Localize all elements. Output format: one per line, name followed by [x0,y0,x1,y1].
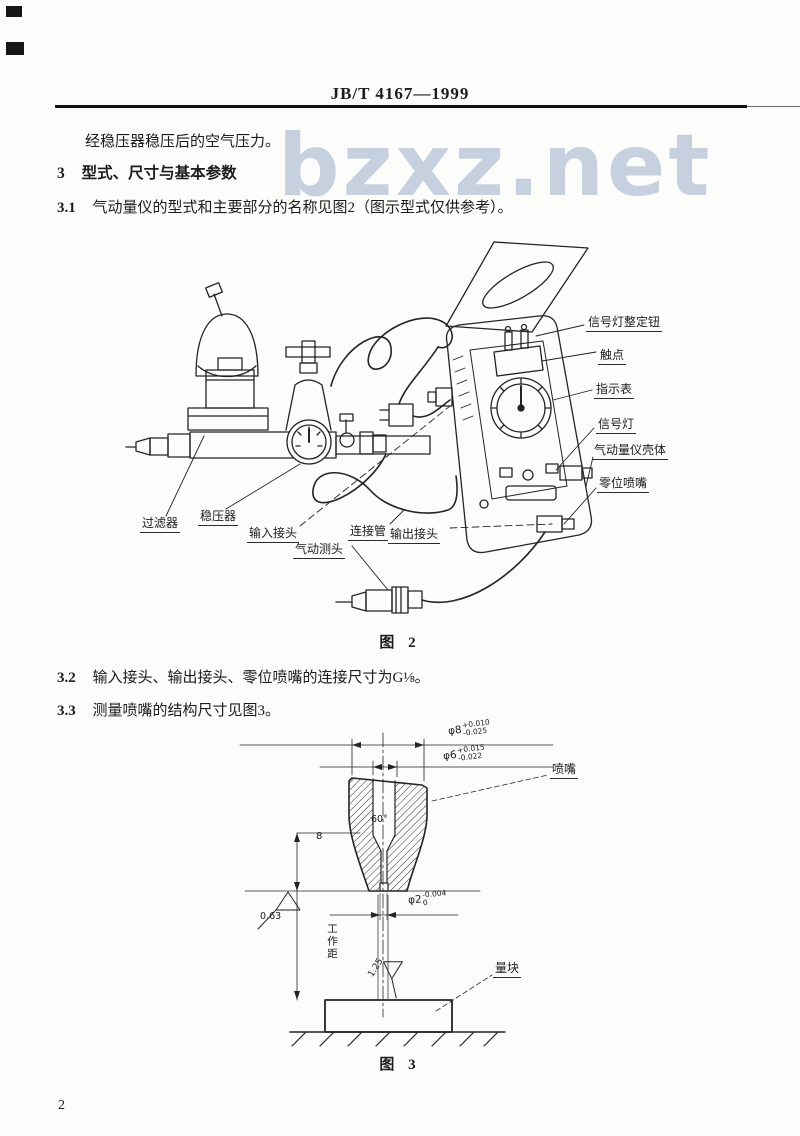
figure-3-drawing [0,715,800,1055]
height-dim-label: 8 [316,831,323,842]
end-face-line [245,891,480,929]
label-signal-lamp-knob: 信号灯整定钮 [586,315,663,332]
figure-2-caption: 图 2 [379,635,421,651]
instrument-body [428,242,592,553]
clause-3-1: 3.1 气动量仪的型式和主要部分的名称见图2（图示型式仅供参考）。 [57,196,513,217]
clause-number: 3.3 [57,703,76,719]
height-dimension [294,833,360,1000]
label-pneumatic-head: 气动测头 [293,542,346,559]
label-signal-lamp: 信号灯 [596,417,637,434]
label-gauge-block: 量块 [493,961,522,978]
label-gauge-housing: 气动量仪壳体 [592,443,669,460]
clause-3-3: 3.3 测量喷嘴的结构尺寸见图3。 [57,699,280,720]
scan-artifact [6,6,22,17]
label-indicator: 指示表 [594,382,635,399]
label-input-connector: 输入接头 [247,526,300,543]
label-stabilizer: 稳压器 [198,509,239,526]
figure-3-caption: 图 3 [379,1057,421,1073]
pressure-regulator [286,341,430,464]
air-hoses [313,318,457,513]
section-title: 型式、尺寸与基本参数 [81,165,237,182]
section-3-heading: 3 型式、尺寸与基本参数 [57,161,237,183]
intro-text: 经稳压器稳压后的空气压力。 [85,134,281,150]
clause-number: 3.2 [57,670,76,686]
angle-label: 60° [371,814,388,825]
figure-2-drawing [0,228,800,633]
instrument-fittings [428,388,592,532]
signal-lamp-panel [480,464,558,508]
vent-slots [453,356,473,420]
gauge-block [290,1000,505,1046]
indicator-dial [491,378,551,438]
clause-3-2: 3.2 输入接头、输出接头、零位喷嘴的连接尺寸为G⅛。 [57,666,430,687]
header-rule-extension [747,106,800,107]
header-rule [55,105,747,108]
label-output-connector: 输出接头 [388,527,441,544]
roughness-value-top: 0.63 [260,911,282,922]
section-number: 3 [57,165,65,182]
tip-dimension [330,893,458,920]
leader-lines [432,775,548,1011]
figure-2: 信号灯整定钮 触点 指示表 信号灯 气动量仪壳体 零位喷嘴 过滤器 稳压器 输入… [0,228,800,633]
nozzle-section [349,778,427,891]
pneumatic-probe [336,532,545,613]
watermark-text: bzxz.net [278,116,713,216]
contact-assembly [494,325,543,377]
intro-paragraph: 经稳压器稳压后的空气压力。 [85,130,280,151]
label-connecting-tube: 连接管 [348,524,389,541]
power-plug [380,404,413,426]
working-distance-label: 工作距 [326,923,337,961]
label-filter: 过滤器 [140,516,181,533]
clause-text: 测量喷嘴的结构尺寸见图3。 [92,703,281,719]
label-zero-nozzle: 零位喷嘴 [597,476,650,493]
label-nozzle: 喷嘴 [550,762,579,779]
diameter-dimensions [240,739,553,781]
filter-unit [188,283,268,430]
scan-artifact [6,42,24,55]
page-number: 2 [58,1098,65,1113]
label-contact: 触点 [598,348,627,365]
leader-lines [166,325,596,590]
pressure-dial [287,420,331,464]
clause-number: 3.1 [57,200,76,216]
document-code: JB/T 4167—1999 [330,84,470,103]
clause-text: 输入接头、输出接头、零位喷嘴的连接尺寸为G⅛。 [92,670,430,686]
clause-text: 气动量仪的型式和主要部分的名称见图2（图示型式仅供参考）。 [92,200,513,216]
projection-lines [378,895,388,1000]
